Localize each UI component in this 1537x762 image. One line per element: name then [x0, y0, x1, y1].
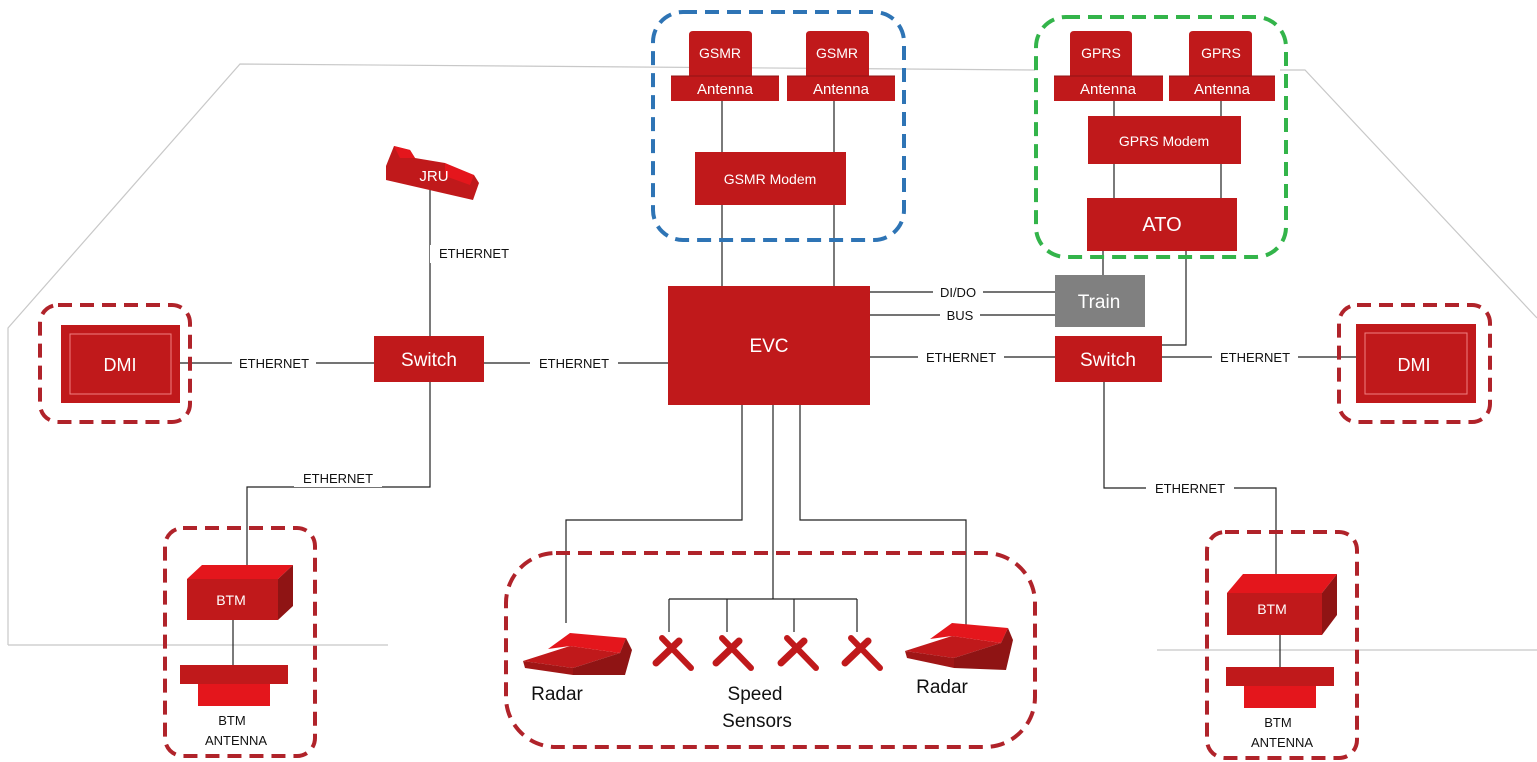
speed-sensor-3: [777, 635, 819, 671]
jru: JRU: [386, 146, 479, 200]
gsmr-modem: GSMR Modem: [695, 152, 846, 205]
label-evc-switch-right-ethernet: ETHERNET: [926, 350, 996, 365]
btm-right-antenna-line2: ANTENNA: [1251, 735, 1313, 750]
btm-right-group-border: [1205, 530, 1359, 760]
radar-right-label: Radar: [916, 677, 968, 698]
link-labels: ETHERNET ETHERNET ETHERNET ETHERNET DI/D…: [232, 245, 1298, 497]
jru-label: JRU: [419, 168, 448, 185]
btm-right: BTM: [1227, 574, 1337, 635]
speed-sensors-label-line2: Sensors: [722, 711, 792, 732]
label-evc-train-dido: DI/DO: [940, 285, 976, 300]
dmi-right: DMI: [1356, 324, 1476, 403]
switch-right: Switch: [1055, 336, 1162, 382]
gprs-group-border: [1034, 15, 1288, 259]
btm-left: BTM: [187, 565, 293, 620]
gsmr-modem-label: GSMR Modem: [724, 171, 817, 187]
dmi-right-label: DMI: [1398, 355, 1431, 375]
radar-right: Radar: [905, 623, 1013, 698]
btm-left-antenna-line1: BTM: [218, 713, 245, 728]
train-outline-right: [1280, 69, 1537, 319]
btm-left-antenna-line2: ANTENNA: [205, 733, 267, 748]
gprs-antenna-right-bottom: Antenna: [1194, 81, 1251, 98]
radar-left-label: Radar: [531, 684, 583, 705]
evc: EVC: [668, 286, 870, 405]
label-switch-evc-ethernet: ETHERNET: [539, 356, 609, 371]
train-outline-left: [7, 63, 1036, 645]
gprs-antenna-right: GPRS Antenna: [1169, 31, 1275, 101]
label-switch-dmi-right-ethernet: ETHERNET: [1220, 350, 1290, 365]
speed-sensors-label-line1: Speed: [728, 684, 783, 705]
btm-left-label: BTM: [216, 592, 246, 608]
gprs-antenna-left: GPRS Antenna: [1054, 31, 1163, 101]
gsmr-antenna-right: GSMR Antenna: [787, 31, 895, 101]
gprs-antenna-left-bottom: Antenna: [1080, 81, 1137, 98]
btm-left-antenna: BTM ANTENNA: [180, 665, 288, 748]
dmi-left-group-border: [38, 303, 192, 424]
switch-left-label: Switch: [401, 350, 457, 371]
ato-label: ATO: [1142, 214, 1181, 236]
switch-left: Switch: [374, 336, 484, 382]
train-label: Train: [1078, 292, 1121, 313]
btm-left-group-border: [163, 526, 317, 758]
btm-right-label: BTM: [1257, 601, 1287, 617]
dmi-left: DMI: [61, 325, 180, 403]
label-switch-btm-left-ethernet: ETHERNET: [303, 471, 373, 486]
gsmr-antenna-right-bottom: Antenna: [813, 81, 870, 98]
gprs-modem-label: GPRS Modem: [1119, 133, 1209, 149]
speed-sensor-4: [841, 635, 883, 671]
dmi-left-label: DMI: [104, 355, 137, 375]
gsmr-antenna-left-bottom: Antenna: [697, 81, 754, 98]
dmi-right-group-border: [1337, 303, 1492, 424]
gprs-antenna-right-top: GPRS: [1201, 45, 1241, 61]
label-switch-btm-right-ethernet: ETHERNET: [1155, 481, 1225, 496]
switch-right-label: Switch: [1080, 350, 1136, 371]
btm-right-antenna-line1: BTM: [1264, 715, 1291, 730]
speed-sensor-2: [712, 635, 754, 671]
gsmr-antenna-left: GSMR Antenna: [671, 31, 779, 101]
speed-sensor-1: [652, 635, 694, 671]
evc-label: EVC: [749, 336, 788, 357]
gprs-antenna-left-top: GPRS: [1081, 45, 1121, 61]
gsmr-group-border: [651, 10, 906, 242]
label-dmi-left-ethernet: ETHERNET: [239, 356, 309, 371]
gsmr-antenna-left-top: GSMR: [699, 45, 741, 61]
btm-right-antenna: BTM ANTENNA: [1226, 667, 1334, 750]
gprs-modem: GPRS Modem: [1088, 116, 1241, 164]
label-jru-ethernet: ETHERNET: [439, 246, 509, 261]
gsmr-antenna-right-top: GSMR: [816, 45, 858, 61]
train: Train: [1055, 275, 1145, 327]
ato: ATO: [1087, 198, 1237, 251]
sensors-group-border: [504, 551, 1037, 749]
label-evc-train-bus: BUS: [947, 308, 974, 323]
radar-left: Radar: [523, 633, 632, 705]
